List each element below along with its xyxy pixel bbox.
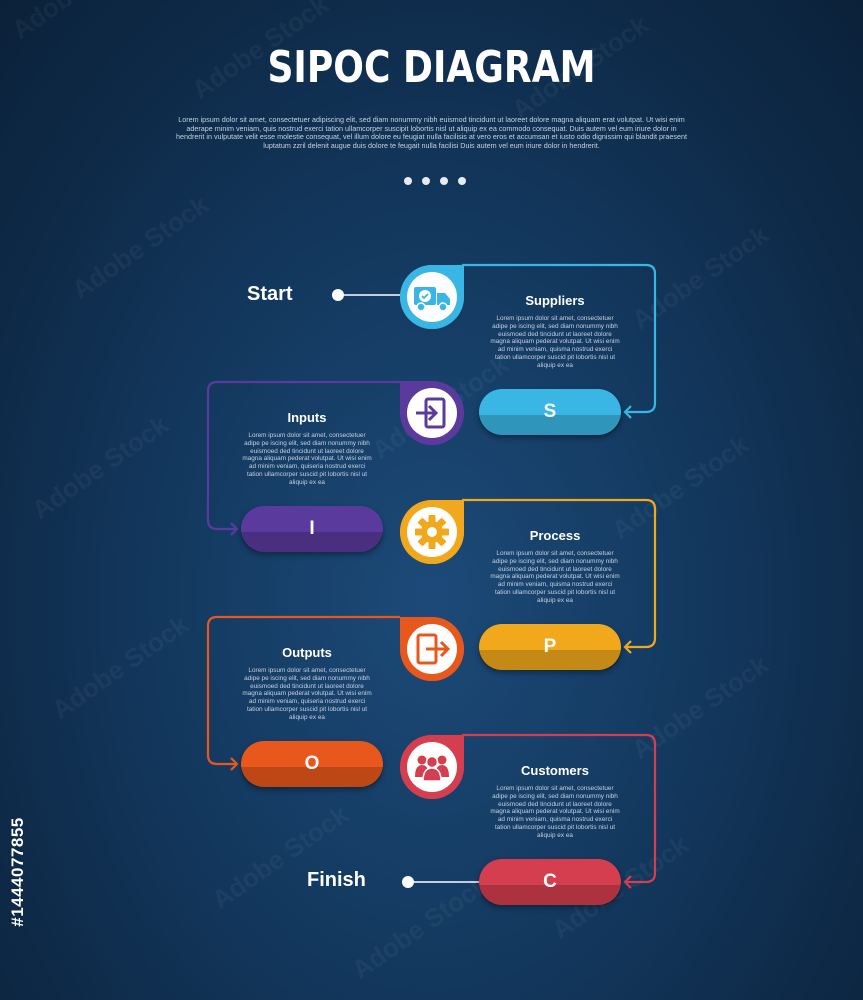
text-customers: Lorem ipsum dolor sit amet, consectetuer… (490, 785, 620, 839)
pill-p: P (479, 624, 621, 670)
process-icon-badge (398, 498, 466, 566)
watermark-text: Adobe Stock (66, 189, 214, 305)
icon-badge-svg (400, 381, 464, 445)
watermark-text: Adobe Stock (346, 869, 494, 985)
pill-letter: P (543, 636, 557, 657)
icon-badge-svg (400, 735, 464, 799)
text-suppliers: Lorem ipsum dolor sit amet, consectetuer… (490, 315, 620, 369)
outputs-icon-badge (398, 615, 466, 683)
page-title: SIPOC DIAGRAM (267, 42, 596, 93)
text-process: Lorem ipsum dolor sit amet, consectetuer… (490, 550, 620, 604)
login-icon (416, 397, 446, 429)
icon-badge-svg (400, 265, 464, 329)
pill-letter: I (309, 518, 315, 539)
users-group-icon (415, 755, 449, 782)
dot (440, 177, 448, 185)
watermark-text: Adobe Stock (626, 649, 774, 765)
watermark-text: Adobe Stock (46, 609, 194, 725)
text-outputs: Lorem ipsum dolor sit amet, consectetuer… (242, 667, 372, 721)
dot (458, 177, 466, 185)
watermark-id-text: #1444077855 (8, 817, 27, 927)
heading-suppliers: Suppliers (525, 293, 585, 308)
dot (422, 177, 430, 185)
heading-process: Process (529, 528, 581, 543)
customers-icon-badge (398, 733, 466, 801)
truck-icon (414, 287, 450, 312)
pill-i: I (241, 506, 383, 552)
watermark-text: Adobe Stock (626, 219, 774, 335)
inputs-icon-badge (398, 379, 466, 447)
pagination-dots (404, 177, 466, 185)
watermark-text: Adobe Stock (6, 0, 154, 45)
pill-shade (479, 885, 621, 905)
heading-inputs: Inputs (287, 410, 327, 425)
icon-badge-svg (400, 500, 464, 564)
start-label: Start (247, 283, 293, 305)
watermark-id: #1444077855 (8, 752, 28, 992)
pill-letter: C (543, 871, 557, 892)
pill-shade (241, 532, 383, 552)
watermark-text: Adobe Stock (26, 409, 174, 525)
pill-o: O (241, 741, 383, 787)
watermark-text: Adobe Stock (206, 799, 354, 915)
icon-badge-svg (400, 617, 464, 681)
heading-customers: Customers (521, 763, 589, 778)
text-inputs: Lorem ipsum dolor sit amet, consectetuer… (242, 432, 372, 486)
pill-s: S (479, 389, 621, 435)
pill-shade (241, 767, 383, 787)
finish-label: Finish (307, 869, 366, 891)
pill-c: C (479, 859, 621, 905)
suppliers-icon-badge (398, 263, 466, 331)
pill-shade (479, 415, 621, 435)
pill-letter: O (304, 753, 320, 774)
dot (404, 177, 412, 185)
watermark-text: Adobe Stock (606, 429, 754, 545)
logout-icon (416, 633, 451, 665)
page-subtitle: Lorem ipsum dolor sit amet, consectetuer… (176, 115, 687, 150)
heading-outputs: Outputs (282, 645, 332, 660)
gear-icon (415, 515, 449, 549)
pill-shade (479, 650, 621, 670)
pill-letter: S (543, 401, 557, 422)
